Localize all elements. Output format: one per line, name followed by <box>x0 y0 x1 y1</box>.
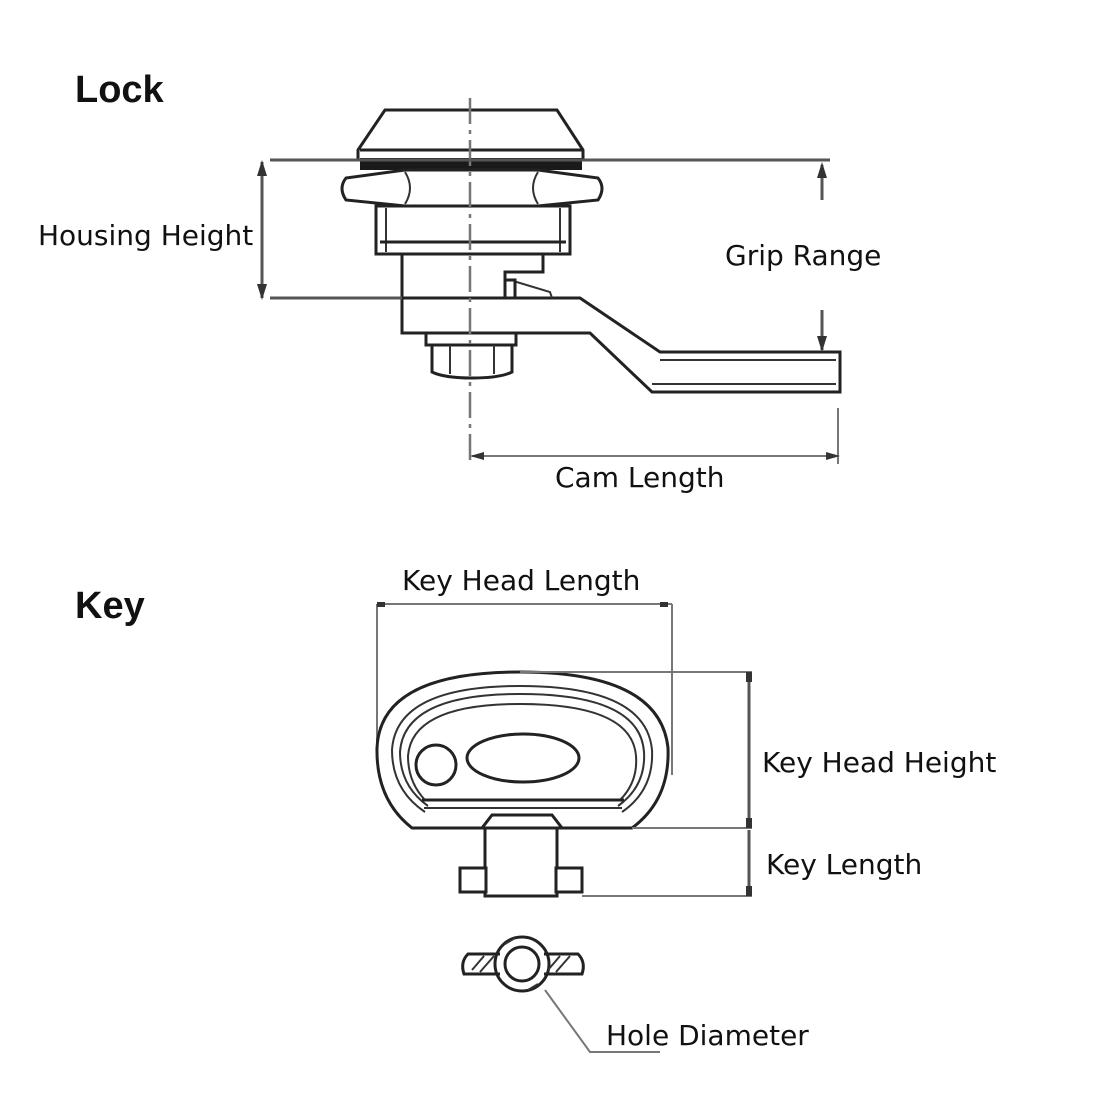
key-head-height-label: Key Head Height <box>762 746 996 779</box>
key-head-oval-recess <box>465 732 581 784</box>
key-head-drawing <box>375 670 670 830</box>
grip-range-dimension <box>817 162 827 352</box>
key-shank <box>483 826 559 898</box>
key-section-title: Key <box>75 585 145 627</box>
cam-length-label: Cam Length <box>555 461 724 494</box>
key-cross-section-hole <box>503 945 541 983</box>
key-shank-drawing <box>458 813 584 898</box>
grip-range-label: Grip Range <box>725 239 881 272</box>
key-head-length-label: Key Head Length <box>402 564 640 597</box>
key-length-dimension <box>582 830 752 897</box>
hole-diameter-label: Hole Diameter <box>606 1019 809 1052</box>
key-head-height-dimension <box>520 671 752 829</box>
lock-section-title: Lock <box>75 69 165 111</box>
lock-barrel <box>400 252 545 300</box>
key-right-tab <box>554 866 584 894</box>
lock-hex-nut <box>340 168 604 208</box>
lock-drawing <box>340 108 842 394</box>
housing-height-dimension <box>257 158 830 300</box>
key-left-tab <box>458 866 488 894</box>
lock-bottom-nut <box>430 343 514 380</box>
key-cross-section <box>461 935 585 993</box>
key-head-length-dimension <box>376 602 673 775</box>
cam-length-dimension <box>470 408 840 464</box>
lock-housing-body <box>374 204 572 256</box>
key-head-small-hole <box>414 743 458 787</box>
key-cross-section-outer <box>493 935 551 993</box>
housing-height-label: Housing Height <box>38 219 253 252</box>
hole-diameter-leader <box>544 989 660 1053</box>
key-length-label: Key Length <box>766 848 922 881</box>
